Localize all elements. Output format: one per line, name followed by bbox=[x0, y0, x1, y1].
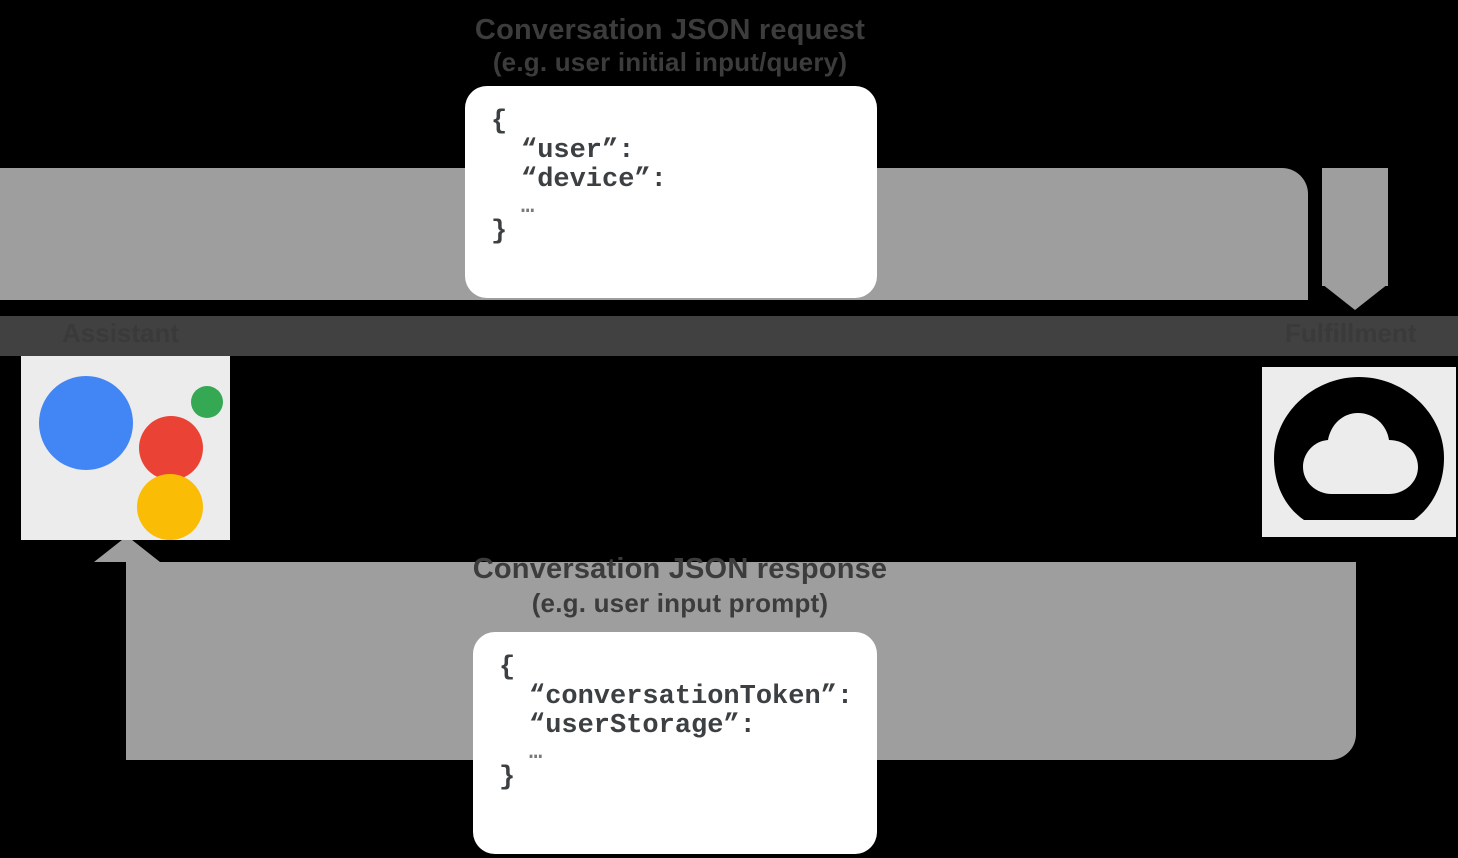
json-open-brace: { bbox=[499, 653, 516, 683]
request-title: Conversation JSON request bbox=[474, 14, 866, 46]
assistant-label: Assistant bbox=[62, 318, 180, 348]
fulfillment-icon-box bbox=[1262, 367, 1456, 537]
assistant-red-dot-icon bbox=[139, 416, 203, 480]
response-json-card: { “conversationToken”: “userStorage”: … … bbox=[473, 632, 877, 854]
google-assistant-icon bbox=[21, 356, 230, 540]
json-key-conversation-token: “conversationToken”: bbox=[529, 681, 854, 712]
cloud-icon bbox=[1274, 377, 1444, 520]
json-ellipsis: … bbox=[521, 193, 537, 219]
json-ellipsis: … bbox=[529, 739, 545, 765]
json-key-user: “user”: bbox=[521, 135, 635, 166]
assistant-yellow-dot-icon bbox=[137, 474, 203, 540]
json-key-user-storage: “userStorage”: bbox=[529, 710, 756, 741]
json-open-brace: { bbox=[491, 107, 508, 137]
request-json-card: { “user”: “device”: … } bbox=[465, 86, 877, 298]
request-arrowhead-icon bbox=[1322, 284, 1388, 310]
request-subtitle: (e.g. user initial input/query) bbox=[492, 47, 848, 77]
fulfillment-label: Fulfillment bbox=[1285, 318, 1417, 348]
json-close-brace: } bbox=[499, 763, 516, 794]
request-arrow-stub bbox=[1322, 168, 1388, 286]
assistant-green-dot-icon bbox=[191, 386, 223, 418]
response-title: Conversation JSON response bbox=[472, 553, 888, 585]
node-row-strip bbox=[0, 316, 1458, 356]
json-key-device: “device”: bbox=[521, 164, 667, 195]
response-arrowhead-icon bbox=[94, 536, 160, 562]
assistant-blue-dot-icon bbox=[39, 376, 133, 470]
response-subtitle: (e.g. user input prompt) bbox=[531, 588, 829, 618]
json-close-brace: } bbox=[491, 217, 508, 248]
